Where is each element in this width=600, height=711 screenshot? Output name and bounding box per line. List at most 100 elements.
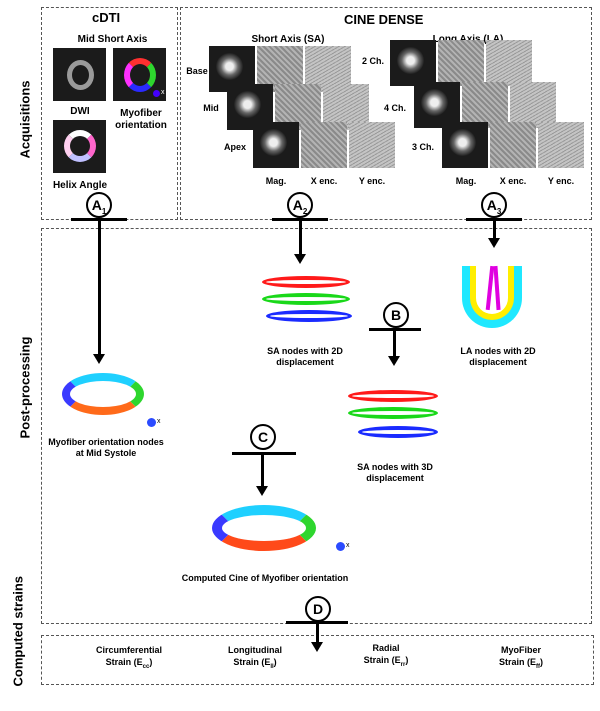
- sa-3d-label: SA nodes with 3D displacement: [357, 462, 433, 483]
- step-a1-arrow-stem: [98, 220, 101, 354]
- step-a1-sub: 1: [101, 206, 107, 216]
- strain-radial: Radial Strain (Err): [346, 642, 426, 671]
- post-processing-label: Post-processing: [17, 336, 33, 439]
- la-4ch-yenc: [510, 82, 556, 128]
- myofiber-mid-label: Myofiber orientation nodes at Mid Systol…: [48, 437, 164, 458]
- la-2d-label: LA nodes with 2D displacement: [460, 346, 536, 367]
- la-row-4ch: 4 Ch.: [383, 103, 406, 113]
- step-a2-arrow-stem: [299, 220, 302, 254]
- sa-row-mid: Mid: [203, 103, 219, 113]
- step-a2-letter: A: [292, 197, 303, 213]
- strain-circumferential: Circumferential Strain (Ecc): [76, 644, 182, 673]
- strain-radial-close: ): [405, 655, 409, 665]
- myofiber-orientation-label: Myofiber orientation: [115, 108, 167, 131]
- la-3ch-yenc: [538, 122, 584, 168]
- step-a2-bar: [272, 218, 328, 221]
- step-a3-bar: [466, 218, 522, 221]
- step-c-arrowhead: [256, 486, 268, 496]
- sa-3d-ring-red: [348, 390, 438, 402]
- strain-myofiber-close: ): [540, 657, 543, 667]
- sa-3d-ring-green: [348, 407, 438, 419]
- sa-apex-xenc: [301, 122, 347, 168]
- computed-cine-axis-icon: [336, 542, 345, 551]
- short-axis-label: Short Axis (SA): [251, 34, 325, 45]
- helix-angle-label: Helix Angle: [52, 180, 108, 191]
- sa-row-base: Base: [186, 66, 208, 76]
- strain-myofiber-sub: ff: [536, 663, 540, 670]
- step-a3-arrow-stem: [493, 220, 496, 238]
- myofiber-orientation-image: x: [113, 48, 166, 101]
- step-b-letter: B: [390, 307, 402, 323]
- step-a1-marker: A1: [86, 192, 112, 218]
- axis-x-label: x: [161, 89, 165, 96]
- step-d-arrowhead: [311, 642, 323, 652]
- cine-dense-box: [180, 7, 592, 220]
- la-2ch-xenc: [438, 40, 484, 86]
- sa-col-xenc: X enc.: [310, 176, 338, 186]
- step-b-arrow-stem: [393, 330, 396, 356]
- sa-3d-ring-blue: [358, 426, 438, 438]
- la-4ch-mag: [414, 82, 460, 128]
- step-a2-marker: A2: [287, 192, 313, 218]
- la-2ch-mag: [390, 40, 436, 86]
- step-b-arrowhead: [388, 356, 400, 366]
- la-col-mag: Mag.: [455, 176, 477, 186]
- la-nodes-shape: [462, 265, 524, 332]
- step-a2-arrowhead: [294, 254, 306, 264]
- strain-longitudinal-close: ): [273, 657, 277, 667]
- myofiber-mid-ring: [62, 373, 144, 415]
- sa-2d-label: SA nodes with 2D displacement: [267, 346, 343, 367]
- la-3ch-xenc: [490, 122, 536, 168]
- strain-circumferential-label: Strain (E: [105, 657, 143, 667]
- sa-apex-yenc: [349, 122, 395, 168]
- myofiber-mid-axis-x: x: [157, 418, 161, 425]
- dwi-label: DWI: [70, 106, 90, 117]
- computed-cine-label: Computed Cine of Myofiber orientation: [181, 573, 349, 583]
- strain-longitudinal-label: Strain (E: [233, 657, 271, 667]
- computed-strains-text: Computed strains: [10, 575, 26, 687]
- step-a1-arrowhead: [93, 354, 105, 364]
- computed-cine-ring: [212, 505, 316, 551]
- step-c-marker: C: [250, 424, 276, 450]
- strain-circumferential-close: ): [149, 657, 153, 667]
- computed-strains-label: Computed strains: [11, 576, 26, 687]
- axis-marker-icon: [153, 90, 160, 97]
- helix-angle-image: [53, 120, 106, 173]
- strain-longitudinal: Longitudinal Strain (Ell): [212, 644, 298, 673]
- mid-short-axis-label: Mid Short Axis: [77, 34, 148, 45]
- la-row-3ch: 3 Ch.: [411, 142, 434, 152]
- strain-myofiber-label: Strain (E: [498, 657, 536, 667]
- la-row-2ch: 2 Ch.: [361, 56, 384, 66]
- la-col-yenc: Y enc.: [547, 176, 575, 186]
- step-a3-marker: A3: [481, 192, 507, 218]
- step-a3-letter: A: [486, 197, 497, 213]
- step-a3-arrowhead: [488, 238, 500, 248]
- dwi-image: [53, 48, 106, 101]
- step-a2-sub: 2: [302, 206, 308, 216]
- computed-cine-axis-x: x: [346, 542, 350, 549]
- step-d-bar: [286, 621, 348, 624]
- la-2ch-yenc: [486, 40, 532, 86]
- la-3ch-mag: [442, 122, 488, 168]
- la-4ch-xenc: [462, 82, 508, 128]
- strain-myofiber: MyoFiber Strain (Eff): [478, 644, 564, 673]
- strain-longitudinal-sub: ll: [270, 663, 274, 670]
- step-a3-sub: 3: [496, 206, 502, 216]
- cine-dense-title: CINE DENSE: [344, 12, 424, 27]
- step-d-arrow-stem: [316, 623, 319, 643]
- step-d-marker: D: [305, 596, 331, 622]
- sa-row-apex: Apex: [223, 142, 246, 152]
- sa-2d-ring-green: [262, 293, 350, 305]
- sa-2d-ring-red: [262, 276, 350, 288]
- strain-radial-name: Radial: [372, 643, 400, 653]
- strain-myofiber-name: MyoFiber: [500, 645, 541, 655]
- sa-apex-mag: [253, 122, 299, 168]
- step-b-bar: [369, 328, 421, 331]
- strain-longitudinal-name: Longitudinal: [228, 645, 282, 655]
- la-col-xenc: X enc.: [499, 176, 527, 186]
- step-d-letter: D: [312, 601, 324, 617]
- step-b-marker: B: [383, 302, 409, 328]
- step-c-letter: C: [257, 429, 269, 445]
- long-axis-label: Long Axis (LA): [418, 34, 518, 45]
- cdti-title: cDTI: [92, 10, 121, 25]
